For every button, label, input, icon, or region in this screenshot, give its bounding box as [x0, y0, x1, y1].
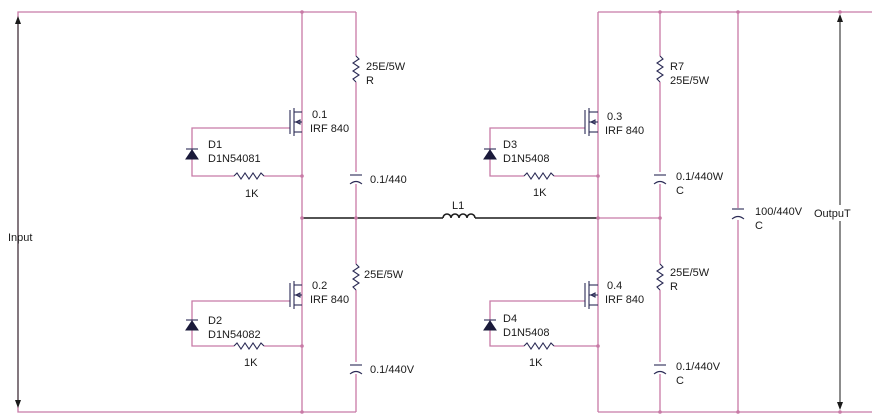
wires — [17, 11, 872, 413]
left-top-resistor: 25E/5W R — [352, 55, 406, 87]
output-label-bg — [812, 205, 860, 221]
left-bottom-diode-part: D1N54082 — [208, 329, 261, 341]
right-top-gate-resistor: 1K — [523, 172, 555, 199]
right-top-resistor-ref: R7 — [670, 61, 684, 73]
input-label: Input — [8, 232, 32, 244]
left-bottom-resistor-value: 25E/5W — [364, 269, 404, 281]
right-top-diode-part: D1N5408 — [503, 153, 549, 165]
left-bottom-gate-resistor-value: 1K — [244, 357, 258, 369]
left-top-diode: D1 D1N54081 — [185, 139, 261, 165]
left-bottom-capacitor: 0.1/440V — [349, 364, 415, 376]
left-top-mosfet: 0.1 IRF 840 — [289, 108, 349, 136]
right-top-mosfet: 0.3 IRF 840 — [584, 108, 644, 137]
output-capacitor: 100/440V C — [731, 206, 803, 232]
right-top-mosfet-ref: 0.3 — [607, 111, 622, 123]
right-bottom-resistor-value: 25E/5W — [670, 267, 710, 279]
left-bottom-diode-ref: D2 — [208, 315, 222, 327]
output-capacitor-name: C — [755, 220, 763, 232]
right-bottom-resistor: 25E/5W R — [656, 263, 710, 293]
right-top-gate-resistor-value: 1K — [533, 187, 547, 199]
right-top-capacitor-name: C — [676, 185, 684, 197]
left-bottom-diode: D2 D1N54082 — [185, 315, 261, 341]
inductor-label: L1 — [452, 200, 464, 212]
right-bottom-mosfet-part: IRF 840 — [605, 294, 644, 306]
right-top-resistor-value: 25E/5W — [670, 75, 710, 87]
right-top-mosfet-part: IRF 840 — [605, 125, 644, 137]
left-top-resistor-value: 25E/5W — [366, 61, 406, 73]
input-arrow — [15, 16, 21, 408]
right-bottom-diode: D4 D1N5408 — [483, 313, 549, 339]
left-bottom-resistor: 25E/5W — [352, 263, 404, 291]
right-top-capacitor: 0.1/440W C — [653, 171, 724, 197]
right-top-diode: D3 D1N5408 — [483, 139, 549, 165]
output-capacitor-value: 100/440V — [755, 206, 803, 218]
left-top-mosfet-ref: 0.1 — [312, 109, 327, 121]
left-bottom-mosfet: 0.2 IRF 840 — [289, 280, 349, 309]
left-top-diode-part: D1N54081 — [208, 153, 261, 165]
left-bottom-mosfet-ref: 0.2 — [312, 280, 327, 292]
output-label: OutpuT — [814, 208, 851, 220]
right-bottom-capacitor-value: 0.1/440V — [676, 361, 721, 373]
left-top-capacitor-value: 0.1/440 — [370, 174, 407, 186]
right-bottom-gate-resistor: 1K — [523, 342, 555, 369]
left-bottom-capacitor-value: 0.1/440V — [370, 364, 415, 376]
right-bottom-diode-part: D1N5408 — [503, 327, 549, 339]
right-bottom-mosfet: 0.4 IRF 840 — [584, 280, 644, 309]
right-bottom-mosfet-ref: 0.4 — [607, 280, 622, 292]
left-top-gate-resistor-value: 1K — [245, 188, 259, 200]
right-top-diode-ref: D3 — [503, 139, 517, 151]
inductor-l1: L1 — [442, 200, 476, 219]
right-bottom-resistor-name: R — [670, 281, 678, 293]
right-bottom-diode-ref: D4 — [503, 313, 517, 325]
right-top-capacitor-value: 0.1/440W — [676, 171, 724, 183]
left-bottom-gate-resistor: 1K — [233, 342, 265, 369]
left-top-mosfet-part: IRF 840 — [310, 123, 349, 135]
right-bottom-gate-resistor-value: 1K — [529, 357, 543, 369]
junction-nodes — [300, 10, 842, 414]
left-top-resistor-name: R — [366, 75, 374, 87]
left-top-gate-resistor: 1K — [233, 172, 265, 200]
right-top-resistor: R7 25E/5W — [656, 55, 710, 87]
right-bottom-capacitor: 0.1/440V C — [653, 361, 721, 387]
left-bottom-mosfet-part: IRF 840 — [310, 294, 349, 306]
left-top-capacitor: 0.1/440 — [349, 174, 407, 186]
left-top-diode-ref: D1 — [208, 139, 222, 151]
right-bottom-capacitor-name: C — [676, 375, 684, 387]
